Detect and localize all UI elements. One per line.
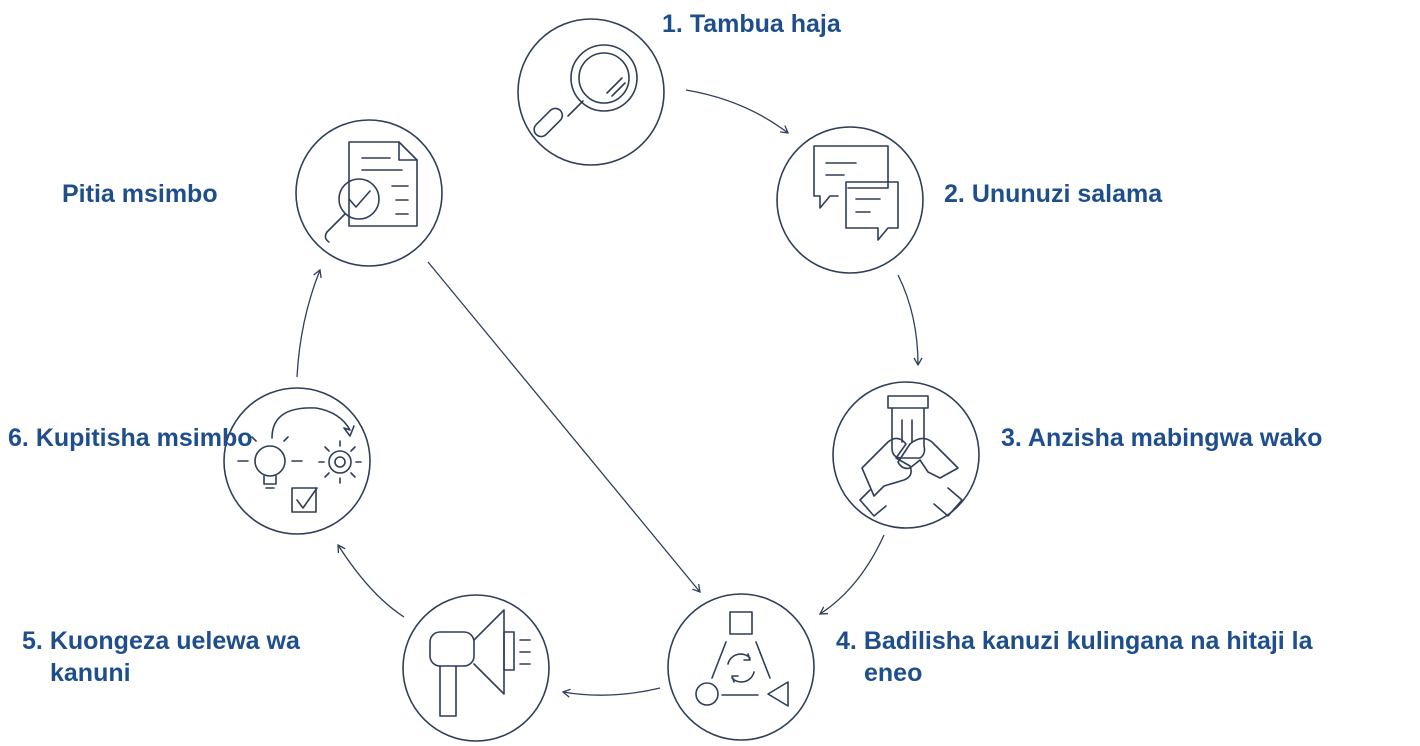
step-4-node [667, 593, 815, 741]
step-2-text: Ununuzi salama [971, 180, 1163, 208]
step-6-node [223, 387, 371, 535]
step-5-text: Kuongeza uelewa wa [49, 627, 300, 655]
step-1-label: 1. Tambua haja [662, 8, 841, 40]
arrow-2-to-3 [897, 274, 923, 367]
magnifier-icon [533, 44, 638, 138]
step-4-number: 4. [836, 627, 857, 655]
step-6-text: Kupitisha msimbo [35, 424, 253, 452]
arrow-review-to-4 [427, 261, 701, 594]
step-5-label: 5. Kuongeza uelewa wa kanuni [22, 625, 300, 689]
step-3-text: Anzisha mabingwa wako [1027, 424, 1323, 452]
review-node [295, 119, 443, 267]
arrow-4-to-5 [561, 687, 661, 698]
step-5-node [402, 594, 550, 742]
step-1-text: Tambua haja [689, 10, 841, 38]
review-label: Pitia msimbo [62, 178, 218, 210]
step-1-node [517, 18, 665, 166]
step-1-number: 1. [662, 10, 683, 38]
step-3-node [832, 381, 980, 529]
arrow-6-to-review [296, 268, 322, 378]
arrow-1-to-2 [685, 89, 790, 134]
step-5-number: 5. [22, 627, 43, 655]
step-3-label: 3. Anzisha mabingwa wako [1001, 422, 1322, 454]
document-review-icon [324, 141, 418, 243]
arrow-3-to-4 [818, 534, 885, 615]
idea-gear-check-icon [237, 407, 362, 513]
step-4-label: 4. Badilisha kanuzi kulingana na hitaji … [836, 625, 1313, 689]
review-text: Pitia msimbo [62, 180, 218, 208]
step-2-node [776, 126, 924, 274]
step-2-label: 2. Ununuzi salama [944, 178, 1162, 210]
arrow-5-to-6 [337, 543, 405, 618]
step-4-text-continued: eneo [864, 659, 923, 687]
step-6-label: 6. Kupitisha msimbo [8, 422, 253, 454]
step-3-number: 3. [1001, 424, 1022, 452]
shapes-cycle-icon [695, 611, 789, 707]
megaphone-icon [429, 609, 531, 717]
step-6-number: 6. [8, 424, 29, 452]
chat-bubbles-icon [813, 145, 899, 241]
step-5-text-continued: kanuni [50, 659, 131, 687]
step-2-number: 2. [944, 180, 965, 208]
stacked-hands-icon [859, 395, 963, 517]
step-4-text: Badilisha kanuzi kulingana na hitaji la [863, 627, 1313, 655]
